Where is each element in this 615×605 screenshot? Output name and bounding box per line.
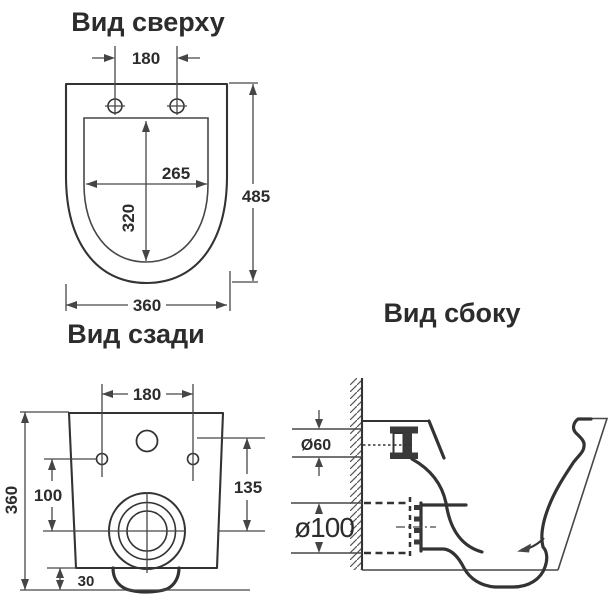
dim-label-d100: ø100	[294, 512, 354, 543]
dim-inlet-to-drain: 135	[197, 437, 265, 532]
dim-total-height: 360	[2, 411, 250, 591]
dim-label-485: 485	[242, 187, 270, 206]
dim-total-depth: 485	[229, 82, 270, 311]
dim-inner-depth: 320	[119, 121, 150, 261]
tank-outline	[67, 411, 225, 570]
hole-crosshairs	[105, 46, 187, 115]
dim-label-135: 135	[234, 478, 262, 497]
seat-inner-outline	[83, 117, 209, 263]
dim-label-265: 265	[162, 164, 190, 183]
dim-drain-diameter: ø100	[291, 502, 362, 554]
trap-bulge-outline	[111, 566, 181, 594]
side-view: Ø60 ø100	[291, 378, 609, 589]
dim-label-180-top: 180	[132, 49, 160, 68]
top-view: 180 265 320 485 360	[64, 46, 270, 315]
dim-label-d60: Ø60	[301, 437, 331, 454]
dim-bottom-clearance: 30	[47, 567, 95, 590]
drain-outlet	[43, 492, 186, 573]
flow-arrowhead	[517, 543, 531, 553]
trap-and-bowl	[419, 417, 593, 589]
seat-outer-outline	[64, 82, 229, 285]
side-view-title: Вид сбоку	[383, 298, 520, 328]
drain-connector	[364, 497, 436, 557]
dim-label-360-top: 360	[133, 296, 161, 315]
bowl-profile	[410, 417, 593, 589]
dim-holes-to-drain: 100	[34, 458, 96, 531]
flush-channel-curve	[410, 457, 484, 554]
inlet-fitting	[362, 419, 446, 460]
outer-shell-line	[557, 417, 609, 571]
top-view-title: Вид сверху	[71, 7, 225, 37]
wall-hatching	[350, 378, 362, 570]
dim-label-360-back: 360	[2, 486, 21, 514]
dim-label-320: 320	[119, 204, 138, 232]
water-inlet-hole	[135, 429, 159, 453]
back-view-title: Вид сзади	[67, 319, 205, 349]
dim-hole-spacing: 180	[101, 384, 194, 481]
dim-hole-spacing: 180	[92, 49, 200, 68]
dim-label-180-back: 180	[133, 385, 161, 404]
dim-label-100: 100	[34, 486, 62, 505]
dim-inlet-diameter: Ø60	[292, 410, 362, 476]
dim-total-width: 360	[65, 284, 227, 315]
dim-label-30: 30	[78, 573, 95, 590]
back-view: 180 360 100 135 30	[2, 384, 265, 594]
